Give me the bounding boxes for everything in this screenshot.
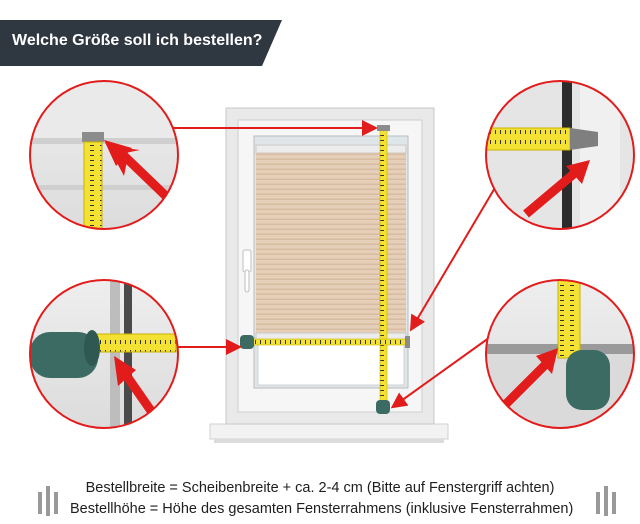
footer: Bestellbreite = Scheibenbreite + ca. 2-4… [0, 474, 640, 524]
pointer-arrows [168, 120, 501, 409]
decorative-bars-icon [38, 486, 58, 516]
detail-top-left [29, 80, 179, 230]
decorative-bars-icon [596, 486, 616, 516]
window-sill [209, 423, 449, 443]
height-measuring-tape [376, 125, 390, 414]
order-height-text: Bestellhöhe = Höhe des gesamten Fensterr… [70, 501, 574, 517]
width-measuring-tape [240, 335, 410, 349]
window-handle-icon [242, 249, 252, 293]
header-banner [0, 20, 282, 66]
banner-title: Welche Größe soll ich bestellen? [12, 32, 263, 49]
detail-bottom-right [485, 279, 635, 429]
detail-bottom-left [29, 279, 179, 429]
order-width-text: Bestellbreite = Scheibenbreite + ca. 2-4… [85, 480, 555, 496]
detail-top-right [485, 80, 635, 230]
